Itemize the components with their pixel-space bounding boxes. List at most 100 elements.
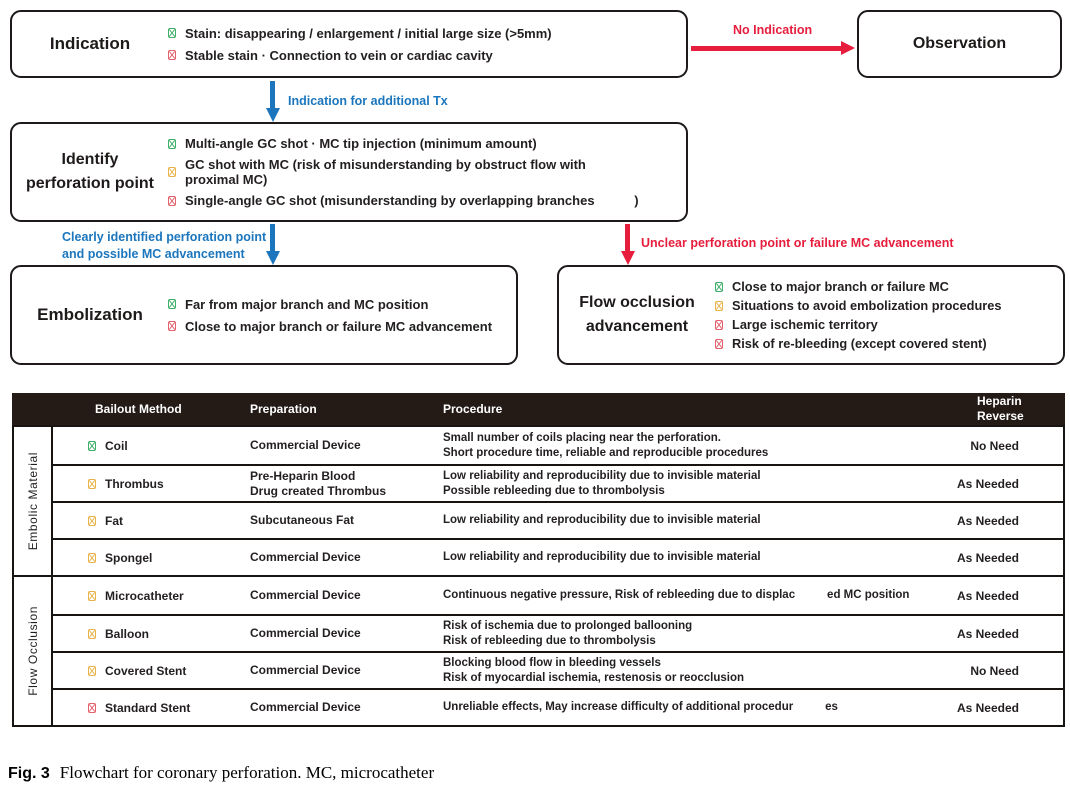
group-flow-occlusion: Flow Occlusion Microcatheter Commercial … — [14, 575, 1063, 725]
header-heparin-reverse: Heparin Reverse — [977, 394, 1065, 424]
method-label: Standard Stent — [105, 700, 191, 715]
bullet-item: Close to major branch or failure MC adva… — [168, 319, 516, 334]
bullet-item: Situations to avoid embolization procedu… — [715, 298, 1063, 313]
checkbox-x-icon — [88, 478, 96, 489]
arrow-shaft — [625, 224, 630, 251]
group-label-cell: Embolic Material — [14, 427, 53, 575]
group-rows: Microcatheter Commercial Device Continuo… — [53, 577, 1063, 725]
checkbox-x-icon — [168, 50, 176, 60]
flow-occlusion-arrow — [620, 224, 635, 265]
method-cell: Fat — [53, 514, 250, 528]
bullet-text: Large ischemic territory — [732, 317, 878, 332]
no-indication-arrow — [691, 41, 855, 55]
checkbox-x-icon — [88, 552, 96, 563]
method-cell: Coil — [53, 439, 250, 453]
clearly-identified-line1: Clearly identified perforation point — [62, 230, 267, 244]
identify-title-line2: perforation point — [26, 175, 154, 192]
bullet-item: Large ischemic territory — [715, 317, 1063, 332]
bullet-item: Single-angle GC shot (misunderstanding b… — [168, 193, 686, 208]
bullet-text: Multi-angle GC shot · MC tip injection (… — [185, 136, 537, 151]
group-label-cell: Flow Occlusion — [14, 577, 53, 725]
arrow-head-icon — [841, 41, 855, 55]
flow-occlusion-title: Flow occlusion advancement — [559, 291, 715, 339]
heparin-cell: As Needed — [956, 550, 1019, 565]
indication-title: Indication — [49, 34, 131, 54]
method-label: Thrombus — [105, 476, 164, 491]
preparation-cell: Subcutaneous Fat — [250, 513, 355, 528]
table-row-fat: Fat Subcutaneous Fat Low reliability and… — [53, 501, 1063, 538]
embolization-box: Embolization Far from major branch and M… — [10, 265, 518, 365]
preparation-cell: Commercial Device — [250, 663, 361, 678]
method-cell: Covered Stent — [53, 664, 250, 678]
bullet-text: Stable stain · Connection to vein or car… — [185, 47, 493, 63]
checkbox-x-icon — [168, 195, 176, 206]
table-body: Embolic Material Coil Commercial Device — [12, 425, 1065, 727]
checkbox-x-icon — [715, 281, 723, 292]
observation-box: Observation — [857, 10, 1062, 78]
preparation-cell: Commercial Device — [250, 588, 361, 603]
checkbox-x-icon — [168, 138, 176, 149]
unclear-perforation-label: Unclear perforation point or failure MC … — [641, 236, 954, 250]
flow-occlusion-bullets: Close to major branch or failure MC Situ… — [715, 279, 1063, 351]
checkbox-x-icon — [88, 440, 96, 451]
indication-box: Indication Stain: disappearing / enlarge… — [10, 10, 688, 78]
checkbox-x-icon — [88, 665, 96, 676]
table-row-standard-stent: Standard Stent Commercial Device Unrelia… — [53, 688, 1063, 725]
group-embolic-material: Embolic Material Coil Commercial Device — [14, 427, 1063, 575]
figure-caption-text: Flowchart for coronary perforation. MC, … — [59, 763, 435, 782]
preparation-cell: Pre-Heparin Blood Drug created Thrombus — [250, 469, 387, 498]
arrow-head-icon — [620, 251, 635, 265]
flow-occlusion-box: Flow occlusion advancement Close to majo… — [557, 265, 1065, 365]
checkbox-x-icon — [715, 319, 723, 330]
procedure-cell: Unreliable effects, May increase difficu… — [443, 701, 838, 714]
bullet-item: Multi-angle GC shot · MC tip injection (… — [168, 136, 686, 151]
identify-title-line1: Identify — [61, 151, 119, 168]
table-row-spongel: Spongel Commercial Device Low reliabilit… — [53, 538, 1063, 575]
arrow-shaft — [691, 45, 841, 51]
preparation-cell: Commercial Device — [250, 700, 361, 715]
procedure-cell: Continuous negative pressure, Risk of re… — [443, 589, 910, 602]
bullet-item: GC shot with MC (risk of misunderstandin… — [168, 157, 686, 187]
figure-caption-tag: Fig. 3 — [8, 765, 50, 782]
checkbox-x-icon — [168, 299, 176, 309]
group-label: Embolic Material — [25, 451, 40, 551]
method-cell: Thrombus — [53, 477, 250, 491]
checkbox-x-icon — [88, 590, 96, 601]
bullet-item: Far from major branch and MC position — [168, 297, 516, 312]
bullet-text: Close to major branch or failure MC — [732, 279, 949, 294]
bullet-text: Close to major branch or failure MC adva… — [185, 318, 493, 334]
method-label: Covered Stent — [105, 663, 187, 678]
identify-bullets: Multi-angle GC shot · MC tip injection (… — [168, 136, 686, 208]
checkbox-x-icon — [168, 167, 176, 177]
group-rows: Coil Commercial Device Small number of c… — [53, 427, 1063, 575]
header-procedure: Procedure — [443, 402, 503, 416]
procedure-cell: Low reliability and reproducibility due … — [443, 470, 761, 497]
bullet-item: Close to major branch or failure MC — [715, 279, 1063, 294]
bullet-text: Stain: disappearing / enlargement / init… — [185, 25, 552, 41]
additional-tx-arrow — [265, 81, 280, 122]
arrow-shaft — [270, 224, 275, 251]
method-cell: Spongel — [53, 551, 250, 565]
checkbox-x-icon — [88, 628, 96, 639]
heparin-cell: No Need — [970, 663, 1019, 678]
table-row-covered-stent: Covered Stent Commercial Device Blocking… — [53, 651, 1063, 688]
header-bailout-method: Bailout Method — [95, 402, 182, 416]
checkbox-x-icon — [715, 338, 723, 349]
flow-occlusion-title-line2: advancement — [585, 318, 689, 335]
bullet-item: Stable stain · Connection to vein or car… — [168, 48, 686, 63]
additional-tx-label: Indication for additional Tx — [288, 94, 448, 108]
arrow-shaft — [270, 81, 275, 108]
arrow-head-icon — [265, 108, 280, 122]
procedure-cell: Small number of coils placing near the p… — [443, 432, 769, 459]
bailout-table: Bailout Method Preparation Procedure Hep… — [12, 393, 1065, 727]
flow-occlusion-title-line1: Flow occlusion — [579, 294, 695, 311]
header-preparation: Preparation — [250, 402, 317, 416]
method-cell: Standard Stent — [53, 701, 250, 715]
heparin-cell: As Needed — [956, 476, 1019, 491]
identify-perforation-box: Identify perforation point Multi-angle G… — [10, 122, 688, 222]
procedure-cell: Low reliability and reproducibility due … — [443, 551, 761, 564]
procedure-cell: Blocking blood flow in bleeding vessels … — [443, 657, 745, 684]
header-heparin-line2: Reverse — [977, 409, 1024, 423]
heparin-cell: No Need — [970, 438, 1019, 453]
